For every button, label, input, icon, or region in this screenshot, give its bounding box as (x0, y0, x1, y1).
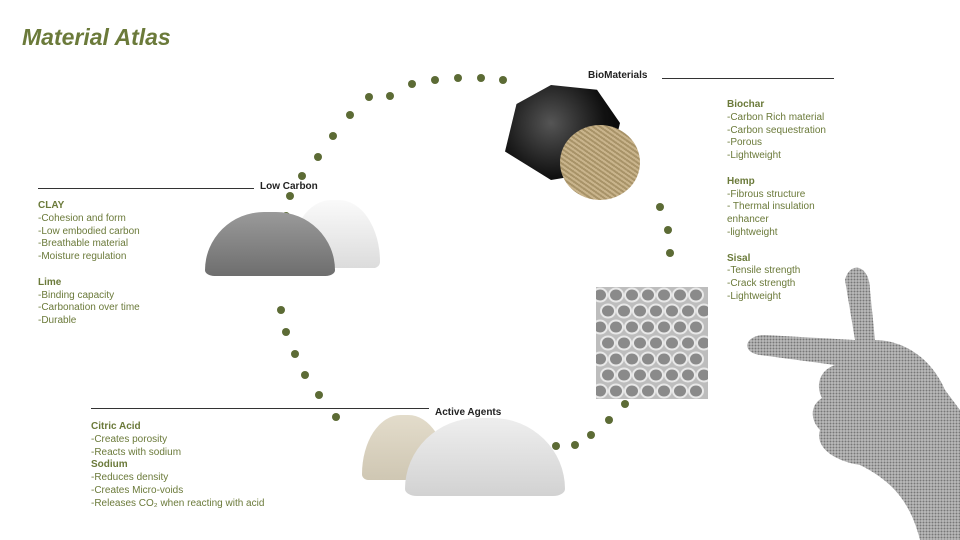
path-dot (332, 413, 340, 421)
path-dot (477, 74, 485, 82)
hemp-twine-image (560, 125, 640, 200)
path-dot (499, 76, 507, 84)
hemp-heading: Hemp (727, 175, 755, 187)
list-item: enhancer (727, 214, 769, 226)
citric-acid-heading: Citric Acid (91, 421, 141, 432)
lime-heading: Lime (38, 276, 62, 288)
path-dot (314, 153, 322, 161)
path-dot (277, 306, 285, 314)
porous-structure-image (596, 287, 708, 399)
path-dot (282, 328, 290, 336)
list-item: -Breathable material (38, 238, 129, 250)
active-agents-label: Active Agents (435, 407, 502, 418)
path-dot (298, 172, 306, 180)
list-item: -Creates porosity (91, 433, 168, 445)
list-item: -Lightweight (727, 290, 781, 302)
list-item: -Moisture regulation (38, 251, 127, 263)
path-dot (664, 226, 672, 234)
path-dot (454, 74, 462, 82)
path-dot (571, 441, 579, 449)
sisal-heading: Sisal (727, 252, 751, 264)
path-dot (587, 431, 595, 439)
path-dot (365, 93, 373, 101)
list-item: -Carbon sequestration (727, 124, 826, 136)
path-dot (552, 442, 560, 450)
list-item: -Low embodied carbon (38, 225, 140, 237)
path-dot (291, 350, 299, 358)
biochar-heading: Biochar (727, 99, 765, 110)
list-item: -Durable (38, 315, 77, 327)
list-item: -Reacts with sodium (91, 446, 182, 458)
page-title: Material Atlas (22, 24, 171, 50)
list-item: -Carbon Rich material (727, 111, 825, 123)
path-dot (408, 80, 416, 88)
list-item: - Thermal insulation (727, 201, 815, 213)
pointing-hand-image (747, 267, 960, 540)
active-agents-text: Citric Acid -Creates porosity -Reacts wi… (91, 421, 264, 511)
path-dot (605, 416, 613, 424)
list-item: -Tensile strength (727, 265, 801, 277)
low-carbon-text: CLAY -Cohesion and form -Low embodied ca… (38, 200, 140, 328)
path-dot (286, 192, 294, 200)
biomaterials-text: Biochar -Carbon Rich material -Carbon se… (727, 99, 826, 304)
path-dot (315, 391, 323, 399)
divider (662, 78, 834, 79)
biomaterials-label: BioMaterials (588, 70, 648, 81)
path-dot (666, 249, 674, 257)
divider (38, 188, 254, 189)
list-item: -Porous (727, 137, 763, 149)
list-item: -Lightweight (727, 150, 781, 162)
path-dot (431, 76, 439, 84)
sodium-heading: Sodium (91, 459, 128, 471)
path-dot (386, 92, 394, 100)
list-item: -Cohesion and form (38, 212, 126, 224)
path-dot (621, 400, 629, 408)
list-item: -lightweight (727, 226, 778, 238)
low-carbon-label: Low Carbon (260, 181, 318, 192)
path-dot (329, 132, 337, 140)
list-item: -Fibrous structure (727, 188, 806, 200)
path-dot (346, 111, 354, 119)
list-item: -Crack strength (727, 278, 796, 290)
list-item: -Creates Micro-voids (91, 484, 184, 496)
list-item: -Reduces density (91, 472, 169, 484)
divider (91, 408, 429, 409)
list-item: -Releases CO₂ when reacting with acid (91, 497, 265, 509)
list-item: -Binding capacity (38, 289, 115, 301)
clay-heading: CLAY (38, 200, 65, 211)
list-item: -Carbonation over time (38, 302, 140, 314)
path-dot (301, 371, 309, 379)
path-dot (656, 203, 664, 211)
